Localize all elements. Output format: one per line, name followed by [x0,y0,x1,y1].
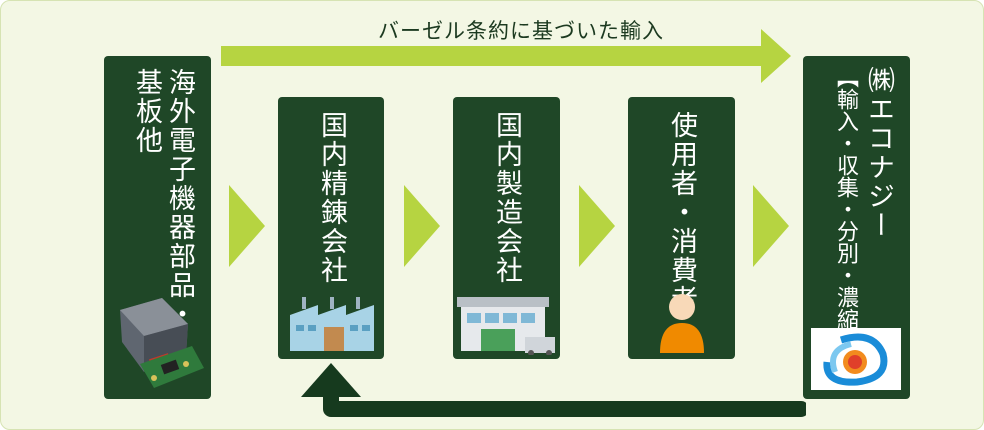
box-overseas-parts-line2: 基板他 [131,68,162,155]
box-overseas-parts-line1: 海外電子機器部品・ [164,68,195,329]
flow-chevron-3 [579,185,615,267]
person-icon [660,294,704,353]
flow-chevron-2 [404,185,440,267]
top-flow-arrow [221,29,791,83]
box-domestic-refinery: 国内精錬会社 [278,97,384,359]
box-econergy-name: ㈱エコナジー [863,66,894,240]
box-consumer-label: 使用者・消費者 [666,111,697,314]
flow-chevron-1 [229,185,265,267]
box-econergy: ㈱エコナジー 【輸入・収集・分別・濃縮】 [803,56,910,399]
box-domestic-manufacturer: 国内製造会社 [453,97,560,359]
box-econergy-roles: 【輸入・収集・分別・濃縮】 [833,66,858,352]
factory-icon [290,297,374,351]
flow-chevron-4 [753,185,789,267]
top-flow-label: バーゼル条約に基づいた輸入 [378,19,664,43]
circuit-board-icon [120,298,204,388]
box-consumer: 使用者・消費者 [628,97,735,359]
company-logo-icon [811,328,901,390]
return-flow-arrow [301,363,806,417]
box-overseas-parts: 海外電子機器部品・ 基板他 [104,56,211,399]
box-domestic-refinery-label: 国内精錬会社 [316,111,347,285]
building-icon [457,297,555,355]
box-domestic-manufacturer-label: 国内製造会社 [491,111,522,285]
